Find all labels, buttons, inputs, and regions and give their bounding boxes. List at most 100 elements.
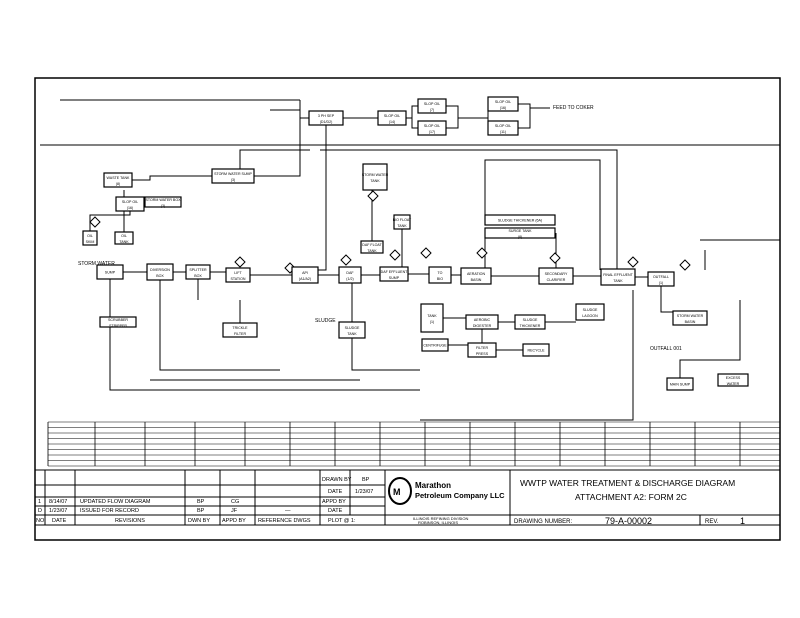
- process-unit: SLOP OIL(16): [487, 96, 519, 112]
- unit-label: SURGE TANK: [508, 229, 532, 233]
- unit-label: DAF: [346, 271, 354, 275]
- unit-sublabel: (16): [127, 206, 133, 210]
- unit-sublabel: TANK: [397, 224, 407, 228]
- stream-tag-icon: [679, 259, 691, 271]
- unit-label: AERATION: [467, 272, 486, 276]
- process-unit: SLOP OIL(11): [487, 120, 519, 136]
- unit-box: [360, 240, 384, 254]
- unit-sublabel: SUMP: [389, 276, 400, 280]
- unit-box: [484, 227, 556, 239]
- stream-tag-icon: [234, 256, 246, 268]
- process-unit: OIL SKIM: [82, 230, 98, 246]
- unit-box: [146, 263, 174, 281]
- unit-box: [96, 264, 124, 280]
- unit-label: TANK: [427, 314, 437, 318]
- unit-label: CENTRIFUGE: [423, 344, 447, 348]
- process-unit: DAF(1/2): [338, 266, 362, 284]
- unit-box: [144, 196, 182, 208]
- process-unit: SUMP: [96, 264, 124, 280]
- unit-sublabel: TANK: [370, 179, 380, 183]
- unit-sublabel: (17): [429, 130, 435, 134]
- unit-box: [393, 214, 411, 230]
- unit-sublabel: CLARIFIER: [547, 278, 566, 282]
- unit-sublabel: DIGESTER: [473, 324, 492, 328]
- process-unit: API(A1/A2): [291, 266, 319, 284]
- flow-line: [518, 103, 550, 129]
- unit-label: EXCESS: [726, 376, 741, 380]
- rev-drawn-2: BP: [197, 508, 205, 514]
- note-to-coker: FEED TO COKER: [553, 105, 594, 111]
- rev-date-2: 1/23/07: [49, 508, 67, 514]
- division-line-2: ROBINSON, ILLINOIS: [418, 520, 458, 525]
- unit-box: [420, 303, 444, 333]
- note-outfall: OUTFALL 001: [650, 346, 682, 352]
- process-unit: 3 PH SEP(D1/D2): [308, 110, 344, 126]
- unit-sublabel: TANK: [613, 279, 623, 283]
- unit-box: [538, 267, 574, 285]
- process-unit: SLOP OIL(17): [417, 120, 447, 136]
- unit-sublabel: TANK: [347, 332, 357, 336]
- unit-label: SLOP OIL: [495, 124, 511, 128]
- rev-no-2: D: [38, 508, 42, 514]
- flow-line: [351, 338, 420, 371]
- unit-sublabel: (A1/A2): [299, 277, 311, 281]
- process-unit: DAF EFFLUENT SUMP: [379, 266, 409, 282]
- process-unit: RECYCLE: [522, 343, 550, 357]
- unit-label: TRICKLE: [232, 326, 248, 330]
- unit-label: SLUDGE: [583, 308, 598, 312]
- unit-sublabel: (3): [161, 204, 165, 208]
- unit-sublabel: SKIM: [86, 240, 95, 244]
- drawing-title: WWTP WATER TREATMENT & DISCHARGE DIAGRAM: [520, 478, 735, 488]
- header-drawn-by: DWN BY: [188, 518, 210, 524]
- unit-label: SLUDGE THICKENER (6A): [498, 219, 542, 223]
- unit-label: SECONDARY: [545, 272, 568, 276]
- process-unit: SLUDGE THICKENER (6A): [484, 214, 556, 226]
- unit-sublabel: (16): [500, 106, 506, 110]
- note-sludge: SLUDGE: [315, 318, 336, 324]
- unit-label: SLOP OIL: [384, 114, 400, 118]
- flow-line: [660, 286, 691, 313]
- unit-label: SLUDGE: [523, 318, 538, 322]
- unit-label: DAF EFFLUENT: [381, 270, 409, 274]
- plot-label: PLOT @ 1:: [328, 518, 356, 524]
- unit-label: FINAL EFFLUENT: [603, 273, 633, 277]
- unit-box: [82, 230, 98, 246]
- unit-label: SLOP OIL: [424, 102, 440, 106]
- unit-label: OIL: [87, 234, 93, 238]
- unit-sublabel: (8): [116, 182, 120, 186]
- rev-no-1: 1: [38, 499, 41, 505]
- drawn-by-label: DRAWN BY: [322, 477, 352, 483]
- process-unit: MAIN SUMP: [666, 377, 694, 391]
- stream-tag-icon: [549, 252, 561, 264]
- stream-tag-icon: [89, 216, 101, 228]
- stream-tag-icon: [476, 247, 488, 259]
- unit-label: OUTFALL: [653, 275, 669, 279]
- date-value: 1/23/07: [355, 489, 373, 495]
- flow-line: [420, 290, 634, 421]
- unit-label: DAF FLOAT: [362, 243, 382, 247]
- unit-label: RECYCLE: [528, 349, 546, 353]
- unit-label: TO: [438, 271, 443, 275]
- process-unit: WASTE TANK(8): [103, 172, 133, 188]
- unit-box: [484, 214, 556, 226]
- unit-box: [338, 266, 362, 284]
- unit-box: [487, 96, 519, 112]
- header-date: DATE: [52, 518, 67, 524]
- unit-box: [421, 338, 449, 352]
- division-line-1: ILLINOIS REFINING DIVISION: [413, 516, 468, 521]
- unit-box: [211, 168, 255, 184]
- process-unit: STORM WATER BOX(3): [144, 196, 182, 208]
- unit-sublabel: STATION: [230, 277, 245, 281]
- unit-box: [379, 266, 409, 282]
- process-unit: OUTFALL(1): [647, 271, 675, 287]
- flow-line: [109, 279, 420, 391]
- unit-box: [362, 163, 388, 191]
